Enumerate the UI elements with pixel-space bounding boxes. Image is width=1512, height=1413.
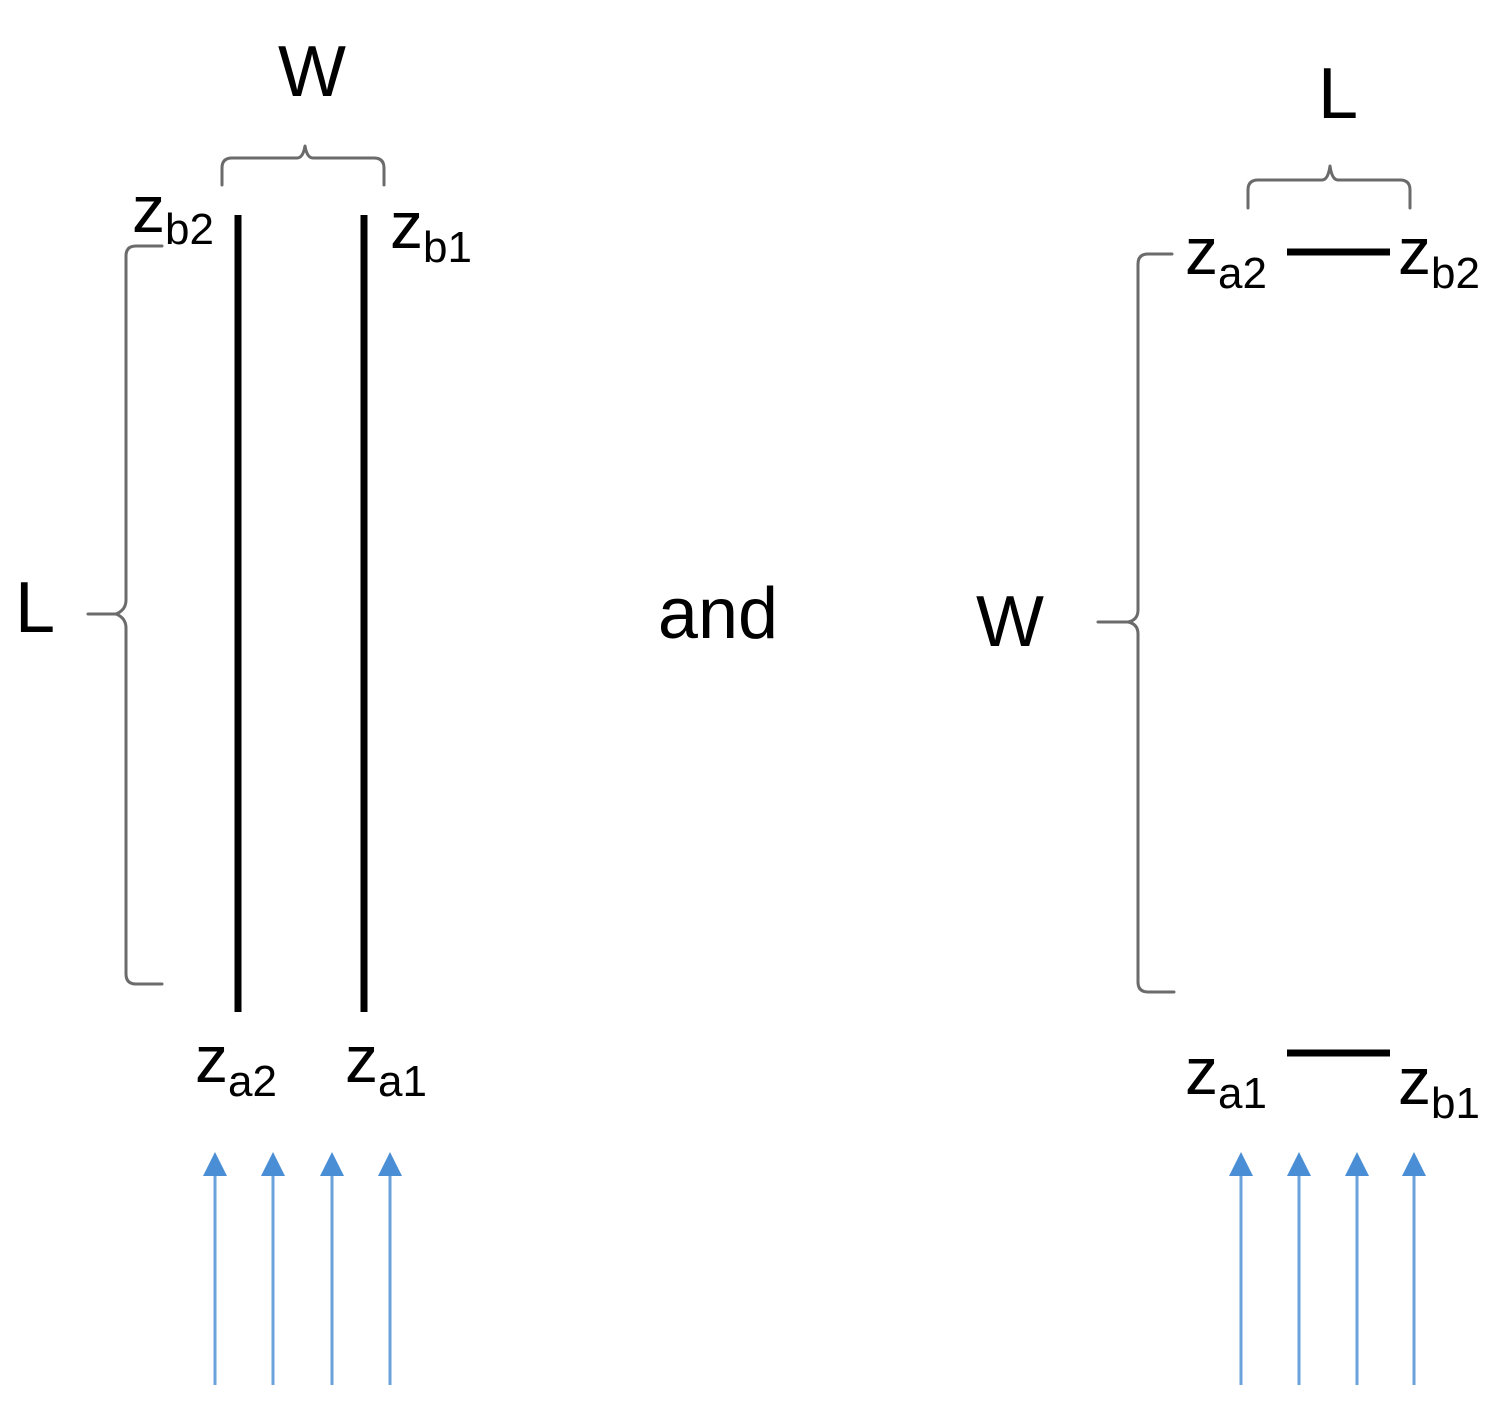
left-flow-arrow: [261, 1152, 285, 1385]
left-flow-arrow: [320, 1152, 344, 1385]
right-label-za2: za2: [1185, 214, 1267, 298]
right-flow-arrow: [1345, 1152, 1369, 1385]
left-width-label: W: [278, 32, 346, 112]
left-label-zb2: zb2: [132, 172, 214, 254]
right-label-zb2: zb2: [1398, 214, 1480, 298]
left-label-za1: za1: [345, 1022, 427, 1106]
right-label-zb1: zb1: [1398, 1044, 1480, 1128]
left-flow-arrows: [203, 1152, 402, 1385]
right-flow-arrow: [1287, 1152, 1311, 1385]
left-flow-arrow: [378, 1152, 402, 1385]
right-panel: L W za2 zb2 za1 zb1: [976, 54, 1480, 1385]
left-panel: W L zb2 zb1 za2 za1: [15, 32, 472, 1385]
left-flow-arrow: [203, 1152, 227, 1385]
right-width-brace: [1096, 252, 1176, 994]
right-flow-arrow: [1402, 1152, 1426, 1385]
left-label-zb1: zb1: [390, 188, 472, 272]
right-flow-arrows: [1229, 1152, 1426, 1385]
left-width-brace: [220, 144, 386, 187]
right-length-label: L: [1318, 54, 1358, 134]
right-length-brace: [1246, 164, 1412, 210]
right-flow-arrow: [1229, 1152, 1253, 1385]
left-length-label: L: [15, 568, 55, 648]
connector-and-label: and: [658, 574, 778, 654]
right-label-za1: za1: [1185, 1034, 1267, 1118]
right-width-label: W: [976, 582, 1044, 662]
left-label-za2: za2: [195, 1022, 277, 1106]
left-length-brace: [86, 244, 164, 986]
